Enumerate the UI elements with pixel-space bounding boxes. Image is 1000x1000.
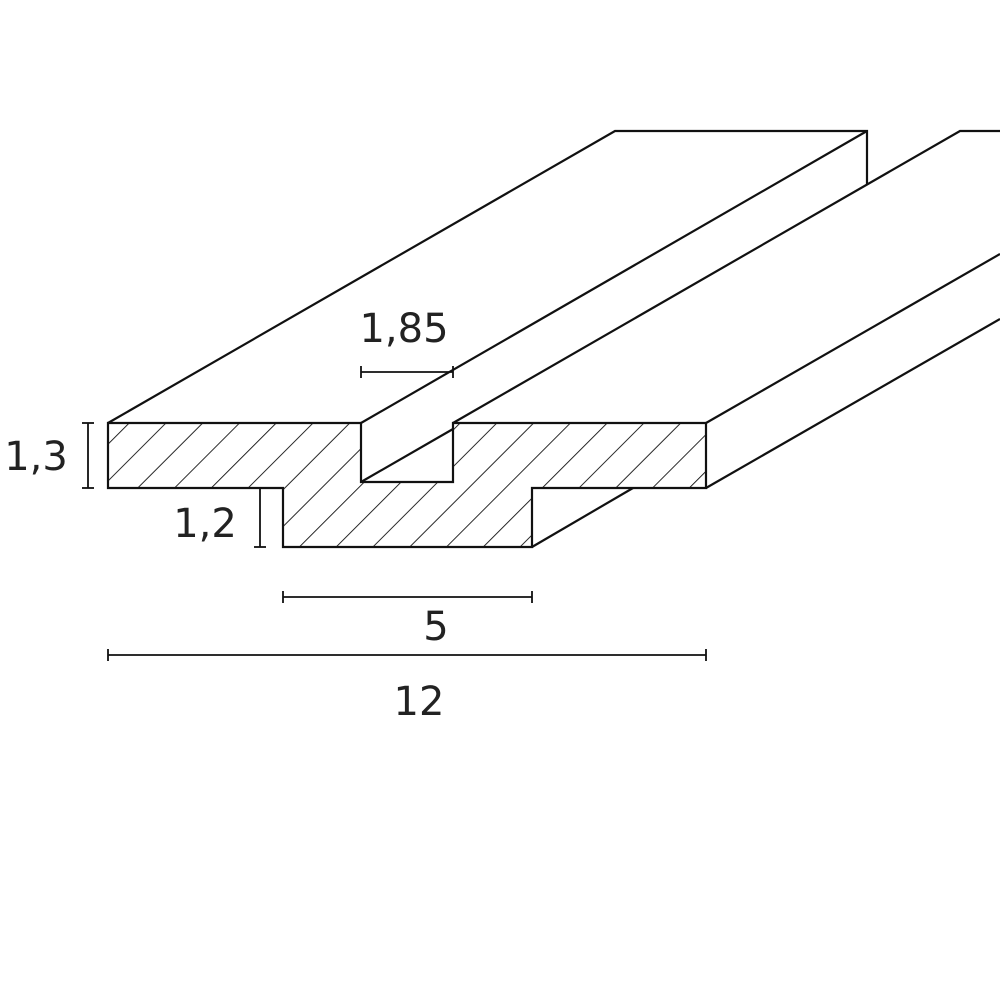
dim-thickness: 1,3 [4, 422, 94, 489]
dim-tongue-height-label: 1,2 [173, 501, 237, 547]
dim-thickness-label: 1,3 [4, 434, 68, 480]
dim-total-width-label: 12 [394, 679, 445, 725]
groove-floor-edge [360, 428, 454, 483]
dim-tongue-width-label: 5 [423, 604, 448, 650]
right-top-side-edge [705, 253, 1000, 424]
profile-body-3d [107, 129, 1000, 548]
dim-groove-width: 1,85 [359, 306, 454, 378]
dim-tongue-width: 5 [282, 591, 533, 650]
cross-section-hatched [106, 421, 708, 549]
dim-total-width: 12 [107, 649, 707, 725]
dim-groove-width-label: 1,85 [359, 306, 448, 352]
dim-tongue-height: 1,2 [173, 487, 266, 548]
right-bottom-side-edge [705, 318, 1000, 489]
groove-left-edge [360, 130, 868, 424]
left-top-face-edge [107, 129, 869, 424]
tongue-bottom-edge [531, 487, 634, 548]
right-top-face-edge [452, 129, 1000, 424]
